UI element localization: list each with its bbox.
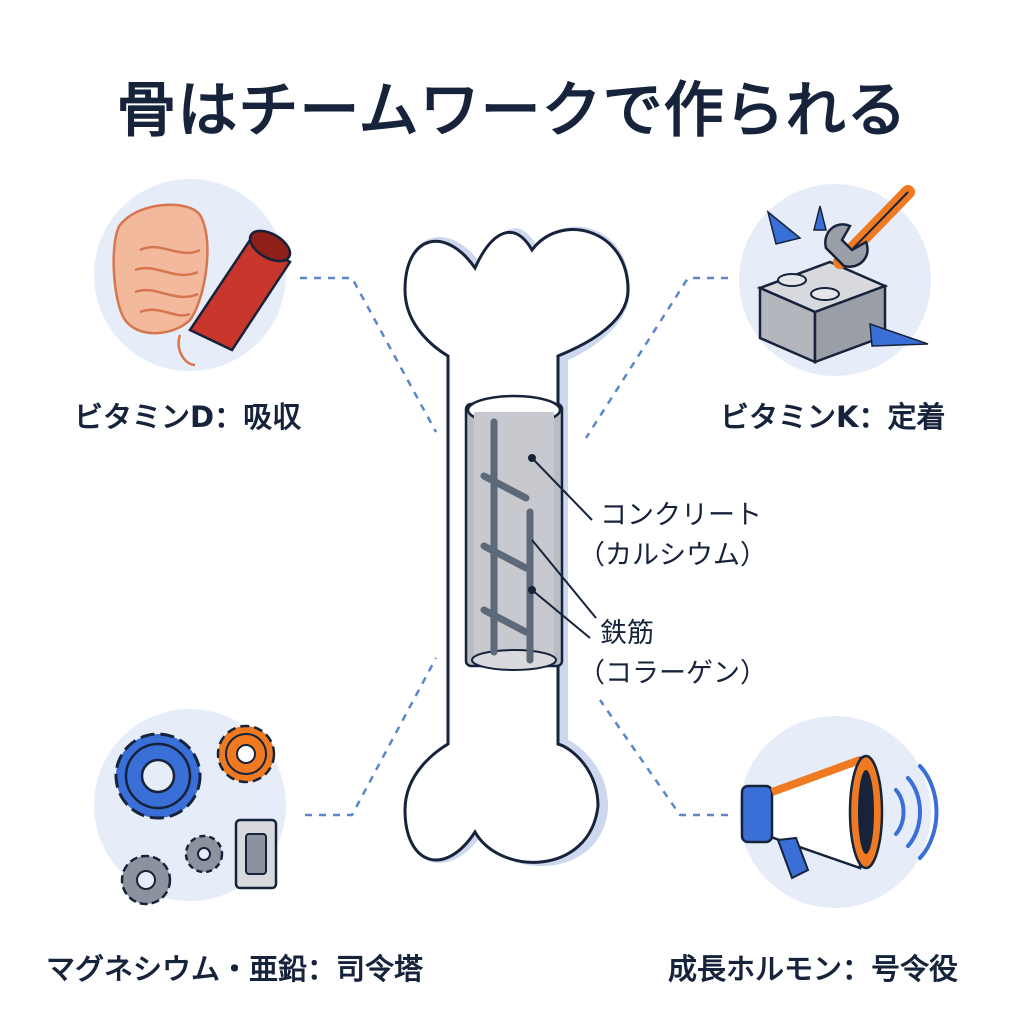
- rebar-tie-3: [480, 606, 530, 636]
- rebar-label-line2: （コラーゲン）: [578, 658, 767, 689]
- sparkle-icons: [766, 205, 929, 347]
- concrete-label-line2: （カルシウム）: [578, 540, 767, 571]
- gear-blue-icon: [114, 732, 202, 820]
- bone-illustration: [403, 226, 630, 867]
- vitamin-k-icon-group: [739, 184, 931, 376]
- mg-zinc-icon-group: [94, 709, 286, 906]
- page-title: 骨はチームワークで作られる: [116, 76, 908, 146]
- gear-orange-icon: [216, 724, 276, 784]
- rebar-tie-2: [480, 542, 530, 572]
- rebar-label-line1: 鉄筋: [600, 618, 654, 649]
- blood-vessel-icon: [188, 229, 292, 352]
- vitamin-d-caption: ビタミンD：吸収: [74, 400, 302, 434]
- growth-hormone-icon-group: [739, 716, 939, 908]
- intestine-icon: [112, 203, 209, 367]
- growth-hormone-caption: 成長ホルモン：号令役: [668, 952, 959, 986]
- connector-mg-zinc: [305, 657, 438, 817]
- building-block-icon: [756, 260, 889, 364]
- megaphone-icon: [740, 754, 884, 880]
- sound-waves-icon: [894, 764, 939, 860]
- connector-vitamin-d: [300, 276, 438, 433]
- bone-cross-section: [464, 394, 597, 671]
- gear-gray-icon: [120, 834, 224, 906]
- wrench-icon: [824, 185, 915, 269]
- connector-lines: [300, 276, 728, 817]
- rebar-tie-1: [480, 472, 530, 502]
- vitamin-d-icon-group: [94, 179, 292, 371]
- switch-icon: [234, 818, 278, 890]
- rebar-bars: [480, 418, 534, 664]
- mg-zinc-caption: マグネシウム・亜鉛：司令塔: [46, 952, 424, 986]
- connector-growth-hormone: [598, 699, 728, 817]
- concrete-label-line1: コンクリート: [600, 500, 762, 531]
- vitamin-k-caption: ビタミンK：定着: [720, 400, 946, 434]
